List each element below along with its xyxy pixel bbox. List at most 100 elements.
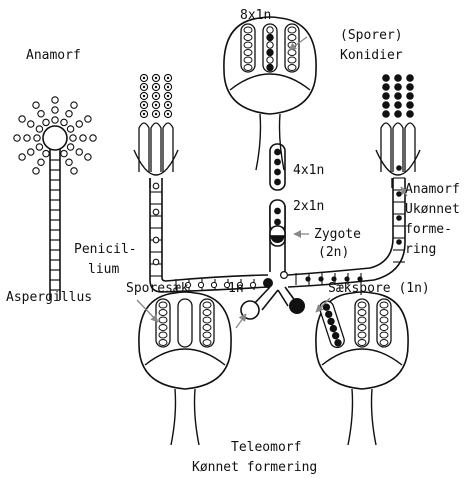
conidium [61, 150, 67, 156]
ascospore [203, 310, 211, 316]
label-sporesaek: Sporesæk [126, 281, 189, 297]
conidium [66, 159, 72, 165]
haploid-hypha-tip-dark [289, 298, 305, 314]
phialide [163, 123, 173, 172]
ascospore [358, 302, 366, 308]
conidium [52, 117, 58, 123]
conidium [43, 150, 49, 156]
ascus [355, 299, 369, 347]
nucleus [305, 276, 310, 281]
ascospore [288, 65, 296, 71]
conidium [67, 144, 73, 150]
ascus [263, 24, 277, 72]
phialide [405, 123, 415, 172]
conidium [36, 144, 42, 150]
conidium [80, 135, 86, 141]
nucleus [396, 215, 402, 221]
conidium [19, 154, 25, 160]
label-anamorph-left: Anamorf [26, 48, 81, 64]
conidium [76, 121, 82, 127]
nucleus [396, 165, 402, 171]
penicillium-conidiophore [134, 74, 178, 188]
label-sporer: (Sporer) [340, 28, 403, 44]
label-zygote: Zygote [314, 227, 361, 243]
conidium [67, 126, 73, 132]
ascospore [288, 57, 296, 63]
anamorph-conidiophore-right [376, 74, 420, 188]
ascospore [358, 317, 366, 323]
conidium [382, 92, 390, 100]
conidium [382, 101, 390, 109]
conidium [19, 116, 25, 122]
ascospore [203, 332, 211, 338]
nucleus [153, 259, 159, 265]
ascospore [203, 317, 211, 323]
ascus [156, 299, 170, 347]
ascospore [244, 57, 252, 63]
conidium [36, 126, 42, 132]
ascospore [244, 50, 252, 56]
conidium [38, 159, 44, 165]
label-sexual-reproduction: Kønnet formering [192, 460, 317, 476]
conidium [33, 102, 39, 108]
ascospore [203, 302, 211, 308]
label-penicillium-line1: Penicil- [74, 242, 137, 258]
ascospore [159, 317, 167, 323]
ascospore [159, 340, 167, 346]
ascospore [358, 325, 366, 331]
conidium [66, 111, 72, 117]
aspergillus-conidiophore [14, 97, 96, 300]
conidium [24, 135, 30, 141]
conidium [406, 83, 414, 91]
nucleus [153, 237, 159, 243]
ascospore [244, 65, 252, 71]
ascospore [380, 317, 388, 323]
conidium [85, 154, 91, 160]
ascospore [380, 302, 388, 308]
nucleus [153, 209, 159, 215]
ascospore [267, 64, 273, 70]
conidium [394, 92, 402, 100]
ascospore [380, 332, 388, 338]
conidium [382, 110, 390, 118]
phialide [393, 123, 403, 172]
nucleus [396, 191, 402, 197]
conidium [52, 97, 58, 103]
ascospore [203, 325, 211, 331]
arrow-haploid [236, 314, 246, 328]
ascospore [358, 340, 366, 346]
ascospore [244, 27, 252, 33]
ascus [200, 299, 214, 347]
conidium [43, 119, 49, 125]
label-saekspore: Sækspore (1n) [328, 281, 430, 297]
ascus [377, 299, 391, 347]
conidium [34, 135, 40, 141]
ascus [241, 24, 255, 72]
label-aspergillus: Aspergillus [6, 290, 92, 306]
conidium [406, 92, 414, 100]
nucleus [153, 183, 159, 189]
conidium [28, 121, 34, 127]
label-penicillium-line2: lium [88, 262, 119, 278]
conidium [71, 168, 77, 174]
ascocarp-bottom-right [316, 292, 408, 445]
conidium [382, 74, 390, 82]
conidium [382, 83, 390, 91]
ascospore [159, 310, 167, 316]
ascospore [267, 34, 273, 40]
ascospore [380, 310, 388, 316]
label-asexual-line2: forme- [405, 222, 452, 238]
nucleus [318, 276, 323, 281]
nucleus [396, 239, 402, 245]
ascospore [358, 332, 366, 338]
conidium [394, 83, 402, 91]
ascospore [244, 42, 252, 48]
conidium [406, 74, 414, 82]
nucleus [250, 282, 255, 287]
nucleus [198, 282, 203, 287]
ascospore [267, 42, 273, 48]
ascospore [288, 50, 296, 56]
ascospore [159, 325, 167, 331]
phialide [139, 123, 149, 172]
conidium [85, 116, 91, 122]
